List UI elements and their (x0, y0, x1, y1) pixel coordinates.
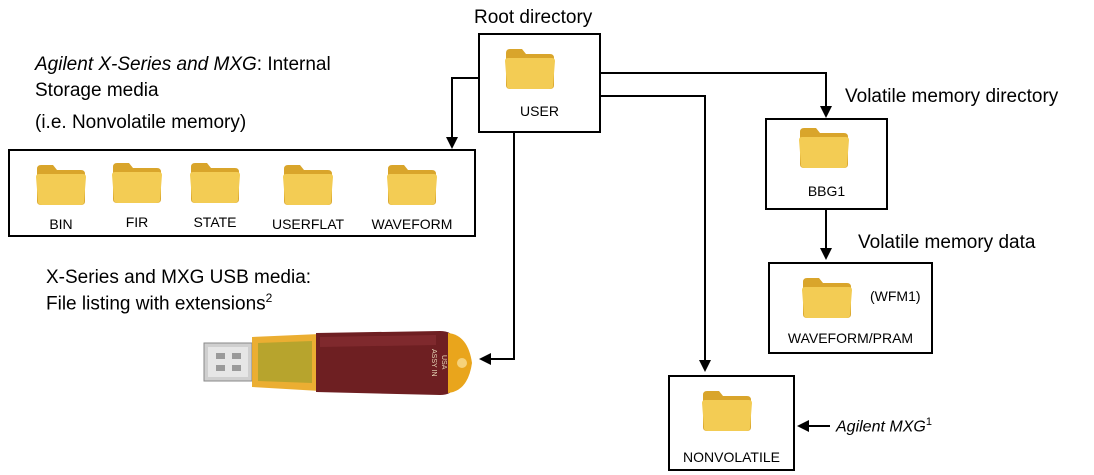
folder-label: USERFLAT (271, 216, 345, 232)
folder-label: STATE (193, 214, 237, 230)
mxg-footnote: 1 (925, 416, 932, 428)
arrow-to-nonvolatile (601, 95, 711, 372)
internal-line1: Agilent X-Series and MXG: Internal (35, 54, 331, 76)
internal-line1-rest: : Internal (256, 54, 331, 75)
folder-icon (190, 163, 240, 203)
folder-icon (702, 391, 752, 431)
folder-icon (799, 128, 849, 168)
folder-label: BIN (49, 216, 73, 232)
mxg-note-text: Agilent MXG (836, 418, 926, 436)
usb-stick-text-1: ASSY IN (430, 349, 437, 377)
waveform-pram-label: WAVEFORM/PRAM (787, 330, 914, 346)
folder-icon (387, 165, 437, 205)
folder-icon (112, 163, 162, 203)
waveform-pram-box[interactable]: (WFM1) WAVEFORM/PRAM (768, 262, 933, 354)
bbg1-folder-label: BBG1 (807, 183, 846, 199)
folder-icon (283, 165, 333, 205)
internal-storage-box: BIN FIR STATE USERFLAT WAVEFORM (8, 149, 476, 237)
volatile-caption: Volatile memory directory (845, 86, 1059, 107)
usb-footnote: 2 (265, 291, 273, 305)
folder-item-waveform[interactable]: WAVEFORM (360, 161, 464, 233)
usb-line2-text: File listing with extensions (46, 293, 266, 315)
internal-line3: (i.e. Nonvolatile memory) (35, 112, 247, 133)
usb-line2: File listing with extensions2 (46, 291, 272, 315)
folder-item-userflat[interactable]: USERFLAT (262, 161, 354, 233)
folder-label: WAVEFORM (371, 216, 453, 232)
folder-icon (505, 49, 555, 89)
user-folder-label: USER (520, 103, 559, 119)
root-caption: Root directory (474, 7, 593, 28)
nonvolatile-folder-box[interactable]: NONVOLATILE (668, 375, 795, 471)
internal-line2: Storage media (35, 80, 159, 101)
folder-icon (802, 278, 852, 318)
wfm1-file-label[interactable]: (WFM1) (870, 288, 921, 304)
user-folder-box[interactable]: USER (478, 33, 601, 133)
volatile-data-caption: Volatile memory data (858, 232, 1036, 253)
usb-line1: X-Series and MXG USB media: (46, 267, 312, 288)
folder-icon (36, 165, 86, 205)
folder-label: FIR (125, 214, 149, 230)
internal-line1-italic: Agilent X-Series and MXG (35, 54, 257, 75)
arrow-to-internal (446, 77, 478, 149)
bbg1-folder-box[interactable]: BBG1 (765, 118, 888, 210)
folder-item-bin[interactable]: BIN (22, 161, 100, 233)
arrow-to-bbg1 (601, 72, 832, 118)
usb-stick-text-2: USA (440, 355, 447, 370)
arrow-to-usb (479, 133, 515, 365)
folder-item-fir[interactable]: FIR (98, 159, 176, 231)
folder-item-state[interactable]: STATE (176, 159, 254, 231)
nonvolatile-folder-label: NONVOLATILE (683, 449, 780, 465)
usb-stick-icon[interactable]: ASSY IN USA (200, 325, 485, 400)
mxg-note: Agilent MXG1 (836, 416, 932, 436)
